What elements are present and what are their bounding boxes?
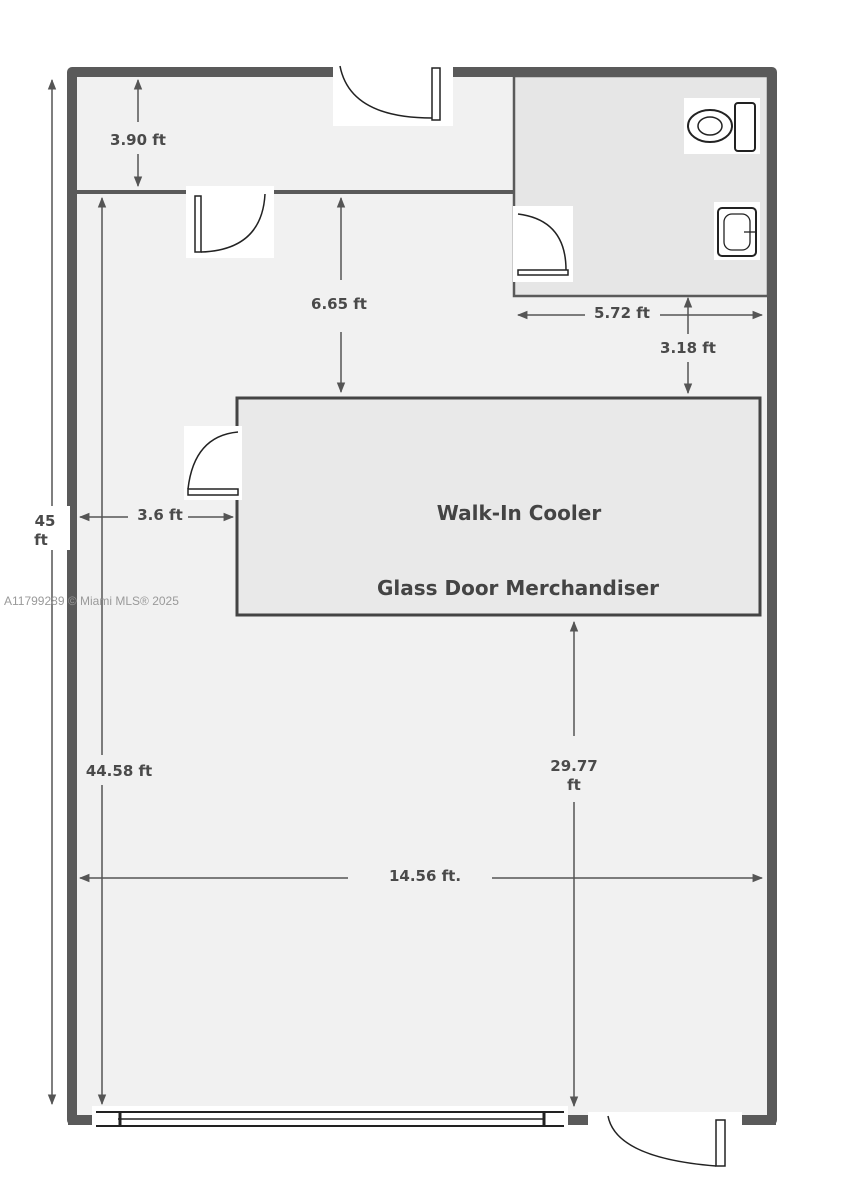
bathroom-width-label: 5.72 ft	[594, 304, 650, 322]
total-width-label: 14.56 ft.	[389, 867, 461, 885]
walk-in-cooler	[235, 396, 762, 617]
cooler-to-front-unit: ft	[567, 776, 581, 794]
watermark: A11799289 © Miami MLS® 2025	[4, 594, 179, 608]
merchandiser-label: Glass Door Merchandiser	[377, 576, 659, 600]
door-icon	[184, 426, 242, 500]
door-icon	[333, 60, 453, 126]
cooler-to-front-label: 29.77	[550, 757, 597, 775]
upper-room-depth-label: 3.90 ft	[110, 131, 166, 149]
total-height-unit: ft	[34, 531, 48, 549]
main-length-label: 44.58 ft	[86, 762, 152, 780]
toilet-icon	[684, 98, 760, 154]
front-window	[92, 1106, 568, 1130]
door-icon	[186, 186, 274, 258]
door-icon	[588, 1112, 742, 1172]
bathroom-to-cooler-label: 3.18 ft	[660, 339, 716, 357]
sink-icon	[714, 202, 760, 260]
wall-to-cooler-label: 3.6 ft	[137, 506, 183, 524]
door-icon	[513, 206, 573, 282]
hall-to-cooler-label: 6.65 ft	[311, 295, 367, 313]
cooler-label: Walk-In Cooler	[437, 501, 602, 525]
total-height-label: 45	[35, 512, 56, 530]
